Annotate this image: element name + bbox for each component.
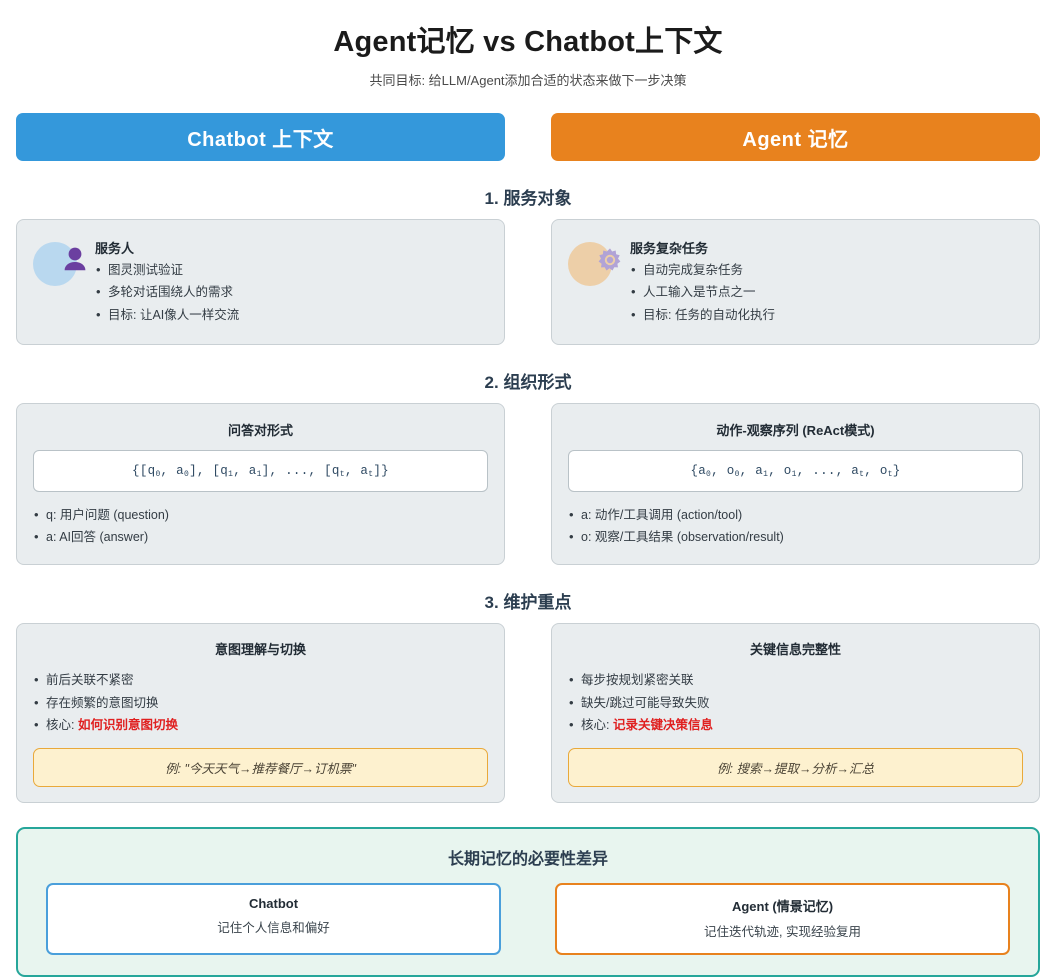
infographic-page: Agent记忆 vs Chatbot上下文 共同目标: 给LLM/Agent添加…	[0, 0, 1056, 918]
card-title: 服务复杂任务	[630, 241, 709, 256]
example-box: 例: 搜索→提取→分析→汇总	[568, 748, 1023, 787]
card-title: 关键信息完整性	[749, 642, 841, 658]
card-service-target-agent: 服务复杂任务 自动完成复杂任务 人工输入是节点之一 目标: 任务的自动化执行	[551, 219, 1040, 345]
person-icon	[64, 247, 86, 271]
code-snippet-react-sequence: {a0, o0, a1, o1, ..., at, ot}	[568, 449, 1023, 492]
list-item: a: AI回答 (answer)	[33, 525, 488, 548]
list-item: 存在频繁的意图切换	[33, 690, 488, 713]
bullet-list: 每步按规划紧密关联 缺失/跳过可能导致失败 核心: 记录关键决策信息	[568, 668, 1023, 736]
list-item: 缺失/跳过可能导致失败	[568, 690, 1023, 713]
page-title: Agent记忆 vs Chatbot上下文	[333, 26, 723, 58]
person-icon-wrap	[33, 240, 93, 296]
panel-card-chatbot: Chatbot 记住个人信息和偏好	[46, 883, 501, 955]
panel-card-title: Agent (情景记忆)	[731, 899, 834, 914]
column-header-chatbot: Chatbot 上下文	[16, 113, 505, 161]
bullet-list: 自动完成复杂任务 人工输入是节点之一 目标: 任务的自动化执行	[630, 258, 1023, 326]
list-item: q: 用户问题 (question)	[33, 503, 488, 526]
bullet-list: q: 用户问题 (question) a: AI回答 (answer)	[33, 503, 488, 549]
card-title: 动作-观察序列 (ReAct模式)	[716, 422, 875, 438]
long-term-memory-panel: 长期记忆的必要性差异 Chatbot 记住个人信息和偏好 Agent (情景记忆…	[16, 827, 1040, 977]
list-item: a: 动作/工具调用 (action/tool)	[568, 503, 1023, 526]
section-heading-1: 1. 服务对象	[484, 189, 572, 208]
page-subtitle: 共同目标: 给LLM/Agent添加合适的状态来做下一步决策	[369, 73, 687, 88]
core-value: 如何识别意图切换	[77, 717, 178, 732]
column-header-bars: Chatbot 上下文 Agent 记忆	[16, 113, 1040, 161]
list-item: 自动完成复杂任务	[630, 258, 1023, 281]
bullet-list: 图灵测试验证 多轮对话围绕人的需求 目标: 让AI像人一样交流	[95, 258, 488, 326]
section-heading-2: 2. 组织形式	[484, 372, 572, 392]
card-focus-agent: 关键信息完整性 每步按规划紧密关联 缺失/跳过可能导致失败 核心: 记录关键决策…	[551, 623, 1040, 803]
column-header-agent: Agent 记忆	[551, 113, 1040, 161]
panel-card-agent: Agent (情景记忆) 记住迭代轨迹, 实现经验复用	[555, 883, 1010, 955]
list-item: 图灵测试验证	[95, 258, 488, 281]
panel-card-desc: 记住个人信息和偏好	[217, 921, 330, 935]
list-item: 目标: 任务的自动化执行	[630, 302, 1023, 325]
card-service-target-chatbot: 服务人 图灵测试验证 多轮对话围绕人的需求 目标: 让AI像人一样交流	[16, 219, 505, 345]
panel-card-desc: 记住迭代轨迹, 实现经验复用	[704, 925, 861, 939]
panel-title: 长期记忆的必要性差异	[447, 851, 608, 868]
list-item: 每步按规划紧密关联	[568, 668, 1023, 691]
gear-icon	[598, 248, 621, 271]
card-title: 意图理解与切换	[214, 642, 306, 658]
list-item: 人工输入是节点之一	[630, 280, 1023, 303]
panel-row: Chatbot 记住个人信息和偏好 Agent (情景记忆) 记住迭代轨迹, 实…	[46, 883, 1010, 955]
list-item-core: 核心: 记录关键决策信息	[568, 713, 1023, 736]
list-item-core: 核心: 如何识别意图切换	[33, 713, 488, 736]
core-value: 记录关键决策信息	[612, 717, 713, 732]
card-organization-chatbot: 问答对形式 {[q0, a0], [q1, a1], ..., [qt, at]…	[16, 402, 505, 566]
section-3-row: 意图理解与切换 前后关联不紧密 存在频繁的意图切换 核心: 如何识别意图切换 例…	[16, 623, 1040, 803]
example-box: 例: "今天天气→推荐餐厅→订机票"	[33, 748, 488, 787]
card-focus-chatbot: 意图理解与切换 前后关联不紧密 存在频繁的意图切换 核心: 如何识别意图切换 例…	[16, 623, 505, 803]
panel-card-title: Chatbot	[248, 896, 299, 911]
list-item: o: 观察/工具结果 (observation/result)	[568, 525, 1023, 548]
card-title: 服务人	[95, 241, 135, 256]
list-item: 目标: 让AI像人一样交流	[95, 302, 488, 325]
section-heading-3: 3. 维护重点	[484, 593, 572, 613]
bullet-list: a: 动作/工具调用 (action/tool) o: 观察/工具结果 (obs…	[568, 503, 1023, 549]
code-snippet-qa-pairs: {[q0, a0], [q1, a1], ..., [qt, at]}	[33, 449, 488, 492]
core-label: 核心:	[46, 717, 78, 732]
list-item: 前后关联不紧密	[33, 668, 488, 691]
card-title: 问答对形式	[227, 422, 293, 438]
card-organization-agent: 动作-观察序列 (ReAct模式) {a0, o0, a1, o1, ..., …	[551, 402, 1040, 566]
list-item: 多轮对话围绕人的需求	[95, 280, 488, 303]
core-label: 核心:	[581, 717, 613, 732]
bullet-list: 前后关联不紧密 存在频繁的意图切换 核心: 如何识别意图切换	[33, 668, 488, 736]
gear-icon-wrap	[568, 240, 628, 296]
section-2-row: 问答对形式 {[q0, a0], [q1, a1], ..., [qt, at]…	[16, 402, 1040, 566]
section-1-row: 服务人 图灵测试验证 多轮对话围绕人的需求 目标: 让AI像人一样交流	[16, 219, 1040, 345]
